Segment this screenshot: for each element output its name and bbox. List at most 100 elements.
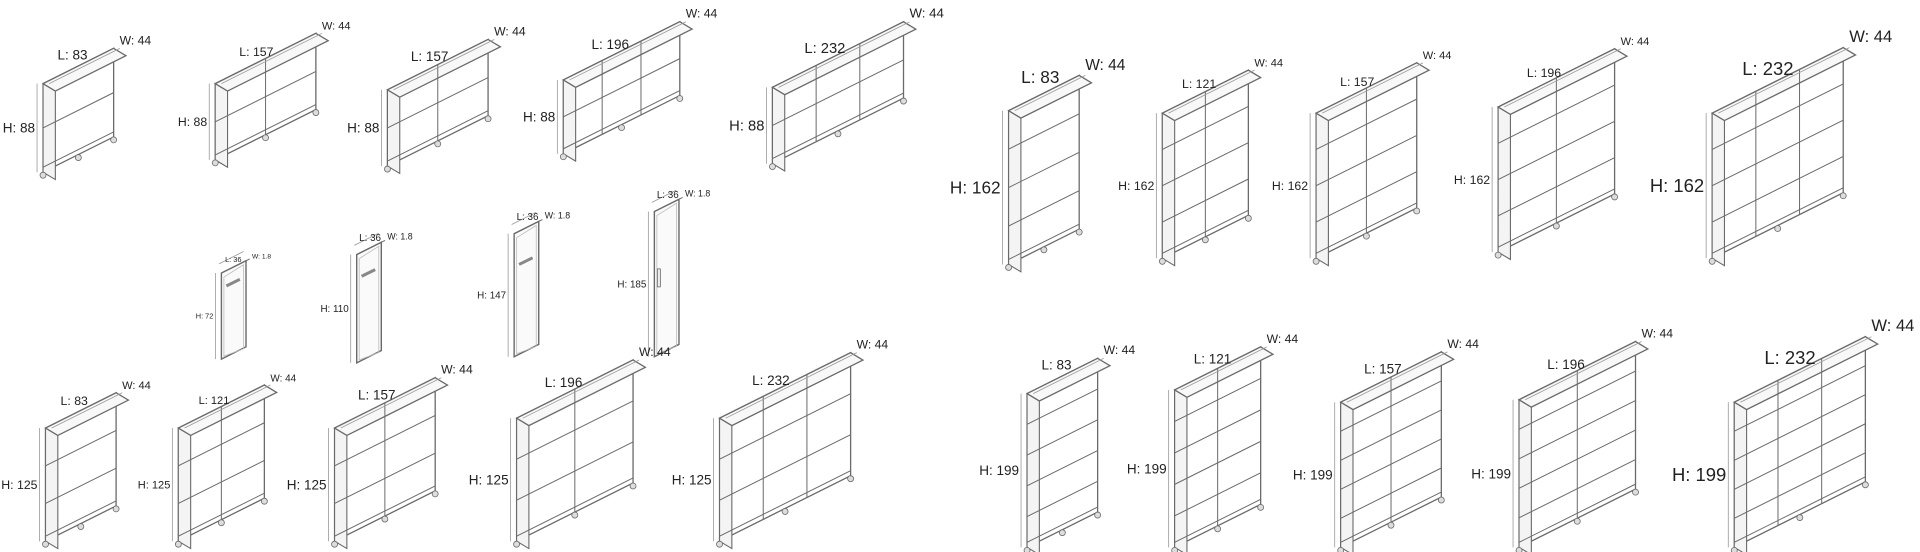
cabinet-shelf bbox=[1711, 119, 1844, 187]
cabinet-shelf bbox=[772, 59, 904, 126]
width-label: W: 44 bbox=[1621, 36, 1650, 48]
cabinet-shelf bbox=[1026, 419, 1098, 456]
cabinet-top bbox=[1339, 351, 1455, 411]
cabinet-item: L: 83W: 44H: 125 bbox=[1, 380, 151, 550]
cabinet-foot bbox=[42, 540, 49, 548]
cabinet-foot bbox=[1632, 488, 1639, 496]
cabinet-plinth bbox=[387, 110, 489, 162]
cabinet-top bbox=[1025, 357, 1112, 402]
cabinet-shelf bbox=[1162, 105, 1249, 150]
cabinet-plinth bbox=[1174, 498, 1261, 543]
width-label: W: 44 bbox=[122, 380, 151, 392]
cabinet-shelf bbox=[1497, 120, 1615, 181]
door-handle-icon bbox=[225, 277, 241, 288]
cabinet-foot bbox=[769, 163, 776, 170]
door-inner-edge bbox=[358, 245, 380, 361]
cabinet-foot bbox=[676, 95, 684, 102]
length-dimension-line bbox=[725, 352, 857, 419]
length-dimension-line bbox=[51, 392, 123, 429]
door-panel bbox=[513, 220, 540, 358]
cabinet-item: L: 83W: 44H: 162 bbox=[950, 57, 1126, 273]
cabinet-foot bbox=[1094, 511, 1102, 519]
cabinet-shelf bbox=[1734, 365, 1866, 432]
cabinet-plinth bbox=[516, 477, 634, 537]
length-dimension-line bbox=[218, 251, 244, 265]
width-label: W: 1.8 bbox=[545, 210, 570, 220]
length-dimension-line bbox=[221, 32, 323, 84]
length-label: L: 157 bbox=[1364, 362, 1402, 377]
height-label: H: 88 bbox=[729, 119, 764, 135]
cabinet-foot bbox=[434, 140, 442, 148]
door-handle-icon bbox=[518, 256, 534, 266]
cabinet-shelf bbox=[1315, 134, 1417, 187]
width-label: W: 44 bbox=[494, 24, 526, 38]
cabinet-foot bbox=[1214, 525, 1222, 533]
height-label: H: 162 bbox=[950, 178, 1001, 198]
cabinet-foot bbox=[211, 159, 219, 167]
cabinet-foot bbox=[1363, 232, 1370, 240]
height-label: H: 110 bbox=[320, 304, 349, 315]
cabinet-foot bbox=[110, 136, 118, 144]
cabinet-foot bbox=[1861, 481, 1869, 489]
cabinet-shelf bbox=[1518, 429, 1636, 489]
cabinet-shelf bbox=[1315, 171, 1417, 223]
width-label: W: 44 bbox=[1267, 332, 1299, 346]
cabinet-foot bbox=[262, 134, 269, 142]
cabinet-side bbox=[516, 417, 530, 550]
height-label: H: 162 bbox=[1454, 173, 1490, 187]
cabinet-item: L: 196 W: 44 H: 162 bbox=[1454, 36, 1650, 261]
cabinet-shelf bbox=[1162, 178, 1249, 223]
cabinet-top bbox=[386, 38, 502, 98]
cabinet-shelf bbox=[1026, 388, 1098, 425]
length-label: L: 196 bbox=[1547, 357, 1585, 372]
length-dimension-line bbox=[778, 21, 910, 88]
cabinet-side bbox=[214, 82, 229, 169]
width-label: W: 44 bbox=[270, 374, 296, 385]
cabinet-shelf bbox=[334, 414, 436, 467]
cabinet-foot bbox=[1413, 207, 1421, 215]
cabinet-foot bbox=[1312, 257, 1320, 265]
cabinet-foot bbox=[331, 540, 338, 548]
length-dimension-line bbox=[1346, 351, 1448, 403]
cabinet-foot bbox=[1611, 193, 1618, 201]
door-panel bbox=[220, 259, 247, 361]
cabinet-plinth bbox=[1315, 202, 1417, 254]
length-label: L: 157 bbox=[358, 387, 396, 402]
cabinet-foot bbox=[1337, 546, 1345, 552]
height-label: H: 185 bbox=[617, 280, 646, 291]
cabinet-plinth bbox=[178, 492, 265, 537]
width-label: W: 44 bbox=[1254, 57, 1283, 69]
cabinet-foot bbox=[1437, 496, 1445, 504]
cabinet-shelf bbox=[1518, 400, 1636, 460]
cabinet-foot bbox=[1573, 517, 1581, 525]
height-label: H: 125 bbox=[138, 479, 171, 491]
length-label: L: 36 bbox=[225, 255, 241, 264]
cabinet-foot bbox=[781, 508, 789, 515]
cabinet-foot bbox=[484, 115, 492, 123]
height-label: H: 147 bbox=[477, 291, 506, 302]
cabinet-side bbox=[1008, 109, 1022, 273]
door-top-edge bbox=[513, 219, 543, 235]
cabinet-foot bbox=[1515, 546, 1523, 552]
cabinet-side bbox=[1733, 401, 1748, 552]
cabinet-top bbox=[177, 384, 279, 437]
cabinet-shelf bbox=[1340, 409, 1442, 461]
height-label: H: 162 bbox=[1118, 179, 1154, 193]
cabinet-side bbox=[1497, 106, 1511, 261]
cabinet-top bbox=[515, 359, 647, 427]
cabinet-plinth bbox=[334, 485, 436, 537]
cabinet-shelf bbox=[516, 400, 634, 460]
height-label: H: 199 bbox=[1471, 466, 1511, 481]
width-label: W: 44 bbox=[1447, 337, 1479, 351]
width-label: W: 44 bbox=[686, 7, 718, 21]
width-label: W: 44 bbox=[322, 21, 351, 33]
length-dimension-line bbox=[1504, 48, 1621, 108]
length-label: L: 36 bbox=[657, 190, 679, 201]
cabinet-foot bbox=[1839, 192, 1847, 200]
length-label: L: 196 bbox=[1527, 66, 1561, 80]
cabinet-side bbox=[386, 88, 401, 175]
cabinet-foot bbox=[1494, 251, 1502, 259]
height-label: H: 199 bbox=[1127, 461, 1167, 476]
